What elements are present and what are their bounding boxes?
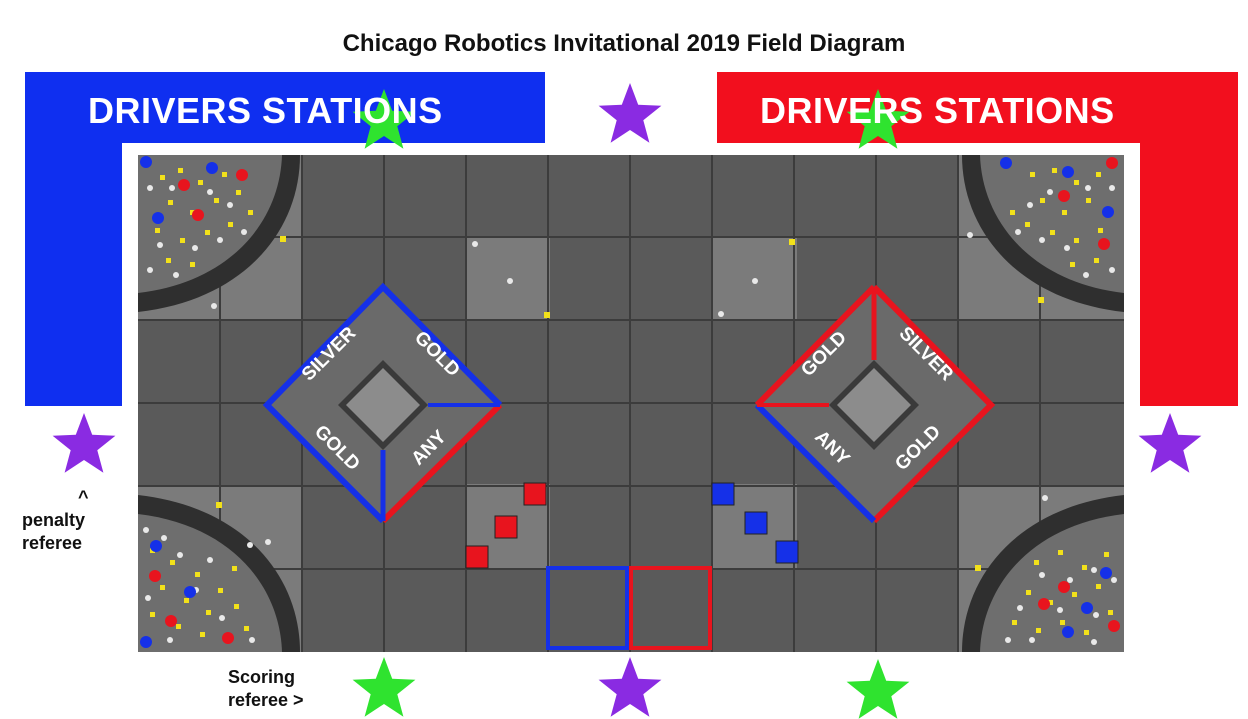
scoring-referee-label: Scoring referee > [228,666,304,712]
purple-referee-star [599,657,662,717]
green-referee-star [847,659,910,719]
purple-referee-star [599,83,662,143]
scoring-referee-line2: referee > [228,689,304,712]
penalty-referee-line1: penalty [22,509,89,532]
penalty-referee-caret: ^ [22,486,89,509]
blue-drivers-station-label: DRIVERS STATIONS [88,90,443,132]
penalty-referee-line2: referee [22,532,89,555]
red-drivers-station-label: DRIVERS STATIONS [760,90,1115,132]
green-referee-star [353,657,416,717]
purple-referee-star [53,413,116,473]
purple-referee-star [1139,413,1202,473]
scoring-referee-line1: Scoring [228,666,304,689]
penalty-referee-label: ^ penalty referee [22,486,89,555]
